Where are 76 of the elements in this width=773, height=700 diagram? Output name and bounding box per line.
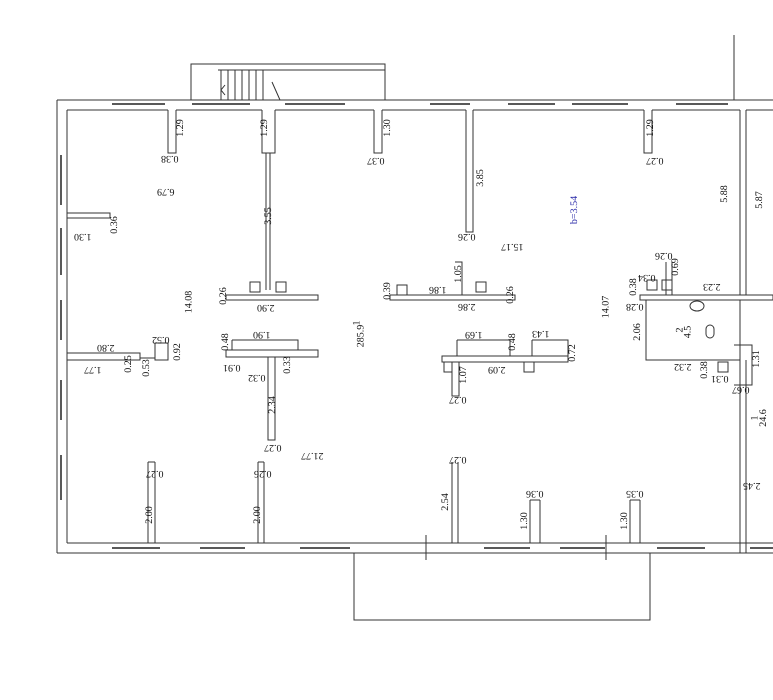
dimension-label: 2.06: [632, 323, 643, 341]
dimension-label: 0.35: [626, 488, 644, 498]
dimension-label: 0.26: [458, 231, 476, 241]
dimension-label: 0.33: [282, 356, 293, 374]
dimension-label: 0.38: [161, 153, 178, 163]
room-label: 1: [352, 320, 362, 326]
dimension-label: 0.67: [732, 384, 750, 394]
dimension-label: 2.23: [703, 281, 720, 291]
dimension-label: 1.30: [620, 512, 630, 530]
dimension-label: 1.07: [458, 366, 469, 384]
dimension-label: 15.17: [500, 241, 523, 251]
dimension-label: 0.31: [711, 373, 728, 383]
dimension-label: 5.87: [754, 191, 765, 209]
dimension-label: 2.90: [257, 302, 274, 312]
dimension-label: 1.77: [84, 364, 102, 374]
dimension-label: 1.05: [454, 265, 464, 283]
dimension-label: 1.90: [253, 329, 270, 339]
dimension-label: 0.27: [449, 394, 466, 404]
dimension-label: 5.88: [720, 185, 730, 203]
dimension-label: 1.30: [74, 231, 92, 241]
dimension-label: 0.38: [628, 278, 639, 296]
dimension-label: 14.08: [184, 290, 194, 314]
dimension-label: 0.27: [449, 454, 466, 464]
dimension-label: 2.09: [488, 364, 506, 374]
room-label: 1: [750, 416, 760, 420]
dimension-label: 3.55: [264, 207, 274, 225]
dimension-label: 1.86: [429, 284, 446, 294]
dimension-label: 0.26: [506, 286, 516, 304]
dimension-label: 0.48: [220, 333, 231, 351]
dimension-label: 0.72: [568, 344, 578, 362]
dimension-label: 0.26: [655, 250, 672, 260]
height-label: b=3.54: [570, 196, 580, 224]
dimension-label: 0.91: [223, 362, 240, 372]
dimension-label: 2.00: [252, 506, 263, 524]
dimension-label: 14.07: [600, 296, 611, 318]
room-label: 285.9: [356, 324, 366, 348]
dimension-label: 0.25: [124, 355, 134, 373]
dimension-label: 0.38: [700, 361, 710, 379]
dimension-label: 1.31: [752, 350, 762, 368]
dimension-label: 0.27: [146, 468, 164, 478]
dimension-label: 0.26: [254, 468, 272, 478]
dimension-label: 1.43: [532, 328, 550, 338]
dimension-label: 0.28: [626, 301, 644, 311]
dimension-label: 0.48: [508, 333, 518, 351]
dimension-label: 0.39: [382, 282, 393, 300]
dimension-label: 3.85: [476, 169, 486, 187]
dimension-label: 2.80: [97, 342, 114, 352]
dimension-label: 0.27: [646, 155, 664, 165]
dimension-label: 1.29: [176, 119, 186, 137]
dimension-label: 0.36: [110, 216, 120, 234]
dimension-label: 1.30: [382, 119, 393, 137]
dimension-label: 2.45: [743, 480, 760, 490]
dimension-label: 0.34: [638, 272, 656, 282]
dimension-label: 2.34: [268, 396, 278, 414]
room-label: 4.5: [682, 326, 693, 338]
dimension-label: 2.54: [440, 493, 451, 511]
dimension-label: 0.27: [264, 442, 282, 452]
dimension-label: 1.30: [520, 512, 530, 530]
dimension-label: 0.92: [172, 343, 183, 361]
room-label: 24.6: [758, 409, 769, 427]
dimension-label: 0.36: [526, 488, 544, 498]
dimension-label: 0.69: [670, 258, 681, 276]
dimension-label: 0.52: [152, 334, 170, 344]
dimension-label: 0.26: [218, 287, 229, 305]
room-label: 2: [675, 328, 685, 332]
dimension-label: 21.77: [300, 450, 323, 460]
dimension-label: 6.79: [157, 186, 174, 196]
dimension-label: 2.00: [144, 506, 155, 524]
dimension-label: 0.37: [367, 155, 384, 165]
dimension-label: 1.29: [646, 119, 656, 137]
dimension-label: 1.69: [465, 329, 482, 339]
dimension-label: 0.32: [248, 372, 266, 382]
dimension-label: 0.53: [142, 359, 152, 377]
dimension-label: 2.86: [458, 301, 476, 311]
dimension-label: 2.32: [674, 361, 692, 371]
dimension-label: 1.29: [260, 119, 270, 137]
